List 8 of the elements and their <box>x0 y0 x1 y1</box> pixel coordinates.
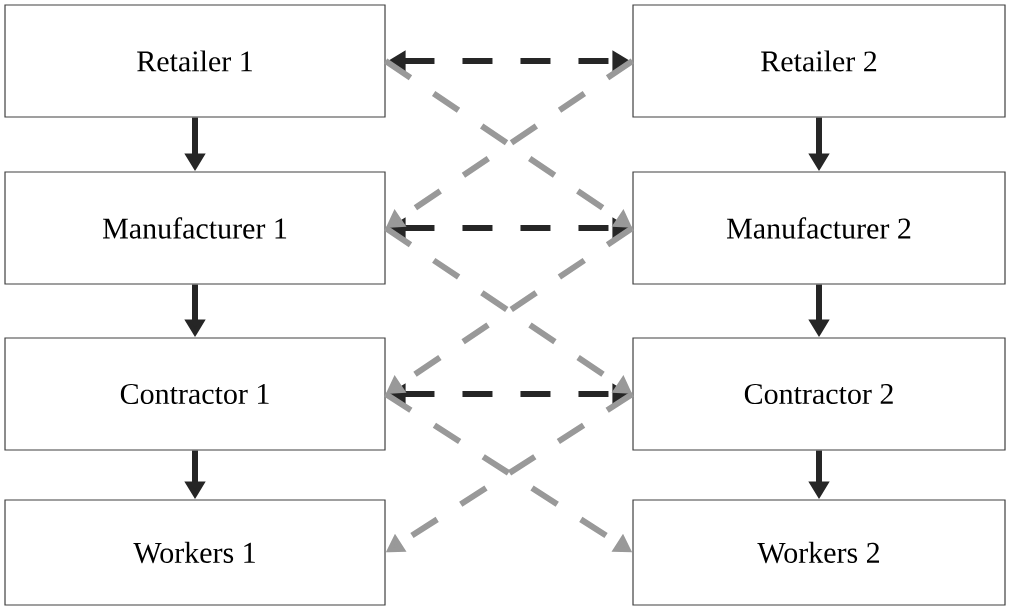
process-box: Retailer 2 <box>632 4 1006 118</box>
process-box: Workers 2 <box>632 499 1006 606</box>
process-box: Contractor 2 <box>632 337 1006 451</box>
process-box: Manufacturer 2 <box>632 171 1006 285</box>
process-box: Contractor 1 <box>4 337 386 451</box>
process-box: Manufacturer 1 <box>4 171 386 285</box>
process-box: Workers 1 <box>4 499 386 606</box>
process-box: Retailer 1 <box>4 4 386 118</box>
